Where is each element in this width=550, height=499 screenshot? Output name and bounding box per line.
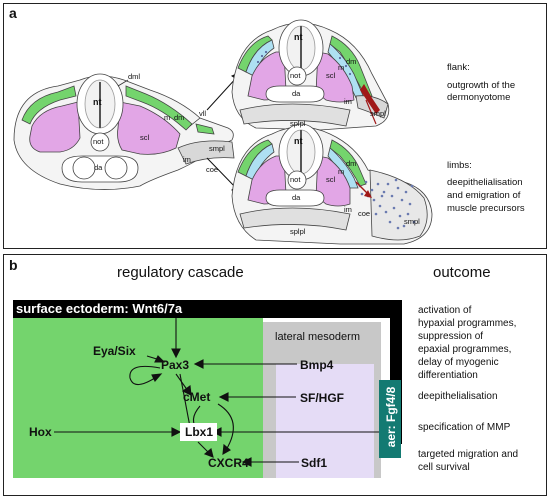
label-im-top: im [344, 97, 352, 106]
label-not-top: not [290, 71, 301, 80]
limbs-title: limbs: [447, 160, 472, 171]
aer-box [379, 380, 401, 458]
top-splanchnopleura [239, 103, 351, 127]
flank-line-1: outgrowth of the [447, 80, 516, 91]
dermomyotome-left-a [21, 85, 77, 125]
outcome-2-line-1: deepithelialisation [418, 391, 498, 402]
label-coe-bottom: coe [358, 209, 371, 218]
label-splpl-bottom: splpl [290, 227, 306, 236]
label-da-left: da [94, 163, 103, 172]
outcome-4-line-2: cell survival [418, 462, 470, 473]
label-da-top: da [292, 89, 301, 98]
panel-a-label: a [9, 5, 17, 21]
top-outgrowth [360, 84, 380, 114]
outcome-1-line-1: activation of [418, 305, 472, 316]
label-m-left: m [164, 113, 171, 122]
lateral-mesoderm-label: lateral mesoderm [275, 331, 360, 343]
label-m-top: m [338, 63, 345, 72]
label-smpl-left: smpl [209, 144, 225, 153]
label-da-bottom: da [292, 193, 301, 202]
label-scl-bottom: scl [326, 175, 336, 184]
label-coe-left: coe [206, 165, 219, 174]
bottom-dorsal-aorta [265, 189, 325, 207]
label-dml-left: dml [128, 72, 141, 81]
flank-line-2: dermonyotome [447, 92, 511, 103]
outcome-1-line-3: suppression of [418, 331, 484, 342]
outcome-1-line-4: epaxial programmes, [418, 344, 512, 355]
surface-ectoderm-label: surface ectoderm: Wnt6/7a [16, 301, 183, 316]
outcome-1-line-6: differentiation [418, 370, 478, 381]
limbs-line-3: muscle precursors [447, 203, 525, 214]
sclerotome-right-a [117, 101, 181, 155]
label-not-bottom: not [290, 175, 301, 184]
node-eya-six: Eya/Six [93, 344, 136, 358]
node-sf-hgf: SF/HGF [300, 391, 344, 405]
label-smpl-bottom: smpl [404, 217, 420, 226]
outcome-4-line-1: targeted migration and [418, 449, 519, 460]
section-left [13, 73, 235, 190]
panel-b-label: b [9, 257, 18, 273]
label-im-bottom: im [344, 205, 352, 214]
outcome-1-line-2: hypaxial programmes, [418, 318, 517, 329]
node-pax3: Pax3 [161, 358, 190, 372]
label-smpl-top: smpl [370, 109, 386, 118]
node-sdf1: Sdf1 [301, 456, 328, 470]
label-scl-left: scl [140, 133, 150, 142]
bottom-sclerotome-right [315, 155, 351, 207]
lbx1-box [180, 423, 217, 441]
label-splpl-top: splpl [290, 119, 306, 128]
label-not-left: not [93, 137, 104, 146]
section-top [231, 19, 390, 131]
bottom-muscle-precursors [358, 178, 416, 230]
outcome-3-line-1: specification of MMP [418, 422, 511, 433]
label-scl-top: scl [326, 71, 336, 80]
bottom-notochord [287, 170, 307, 190]
top-dorsal-aorta [265, 85, 325, 103]
somatopleura-a [177, 140, 235, 165]
label-m-bottom: m [338, 167, 345, 176]
node-cxcr4: CXCR4 [208, 456, 249, 470]
outcome-header: outcome [433, 264, 491, 281]
label-nt-left: nt [93, 97, 102, 107]
lateral-strip-a [195, 123, 215, 135]
section-bottom [231, 123, 433, 245]
outcome-1-line-5: delay of myogenic [418, 357, 499, 368]
top-notochord [287, 66, 307, 86]
label-dm-top: dm [346, 57, 357, 66]
label-nt-top: nt [294, 32, 303, 42]
bottom-splanchnopleura [239, 207, 351, 231]
dermomyotome-right-a [125, 85, 193, 131]
flank-title: flank: [447, 62, 470, 73]
node-cmet: cMet [183, 390, 211, 404]
limbs-line-1: deepithelialisation [447, 177, 523, 188]
label-vll-left: vll [199, 109, 207, 118]
surface-ectoderm-band [13, 300, 402, 444]
node-hox: Hox [29, 425, 52, 439]
node-bmp4: Bmp4 [300, 358, 334, 372]
label-dm-left: dm [174, 113, 185, 122]
aer-label: aer: Fgf4/8 [384, 386, 398, 448]
label-dm-bottom: dm [346, 159, 357, 168]
top-sclerotome-right [315, 51, 355, 103]
node-lbx1: Lbx1 [185, 425, 214, 439]
lateral-inner-box [276, 364, 374, 478]
notochord-a [90, 132, 110, 152]
regulatory-cascade-header: regulatory cascade [117, 264, 244, 281]
label-nt-bottom: nt [294, 136, 303, 146]
sclerotome-left-a [29, 101, 81, 153]
limbs-line-2: and emigration of [447, 190, 521, 201]
label-im-left: im [183, 155, 191, 164]
